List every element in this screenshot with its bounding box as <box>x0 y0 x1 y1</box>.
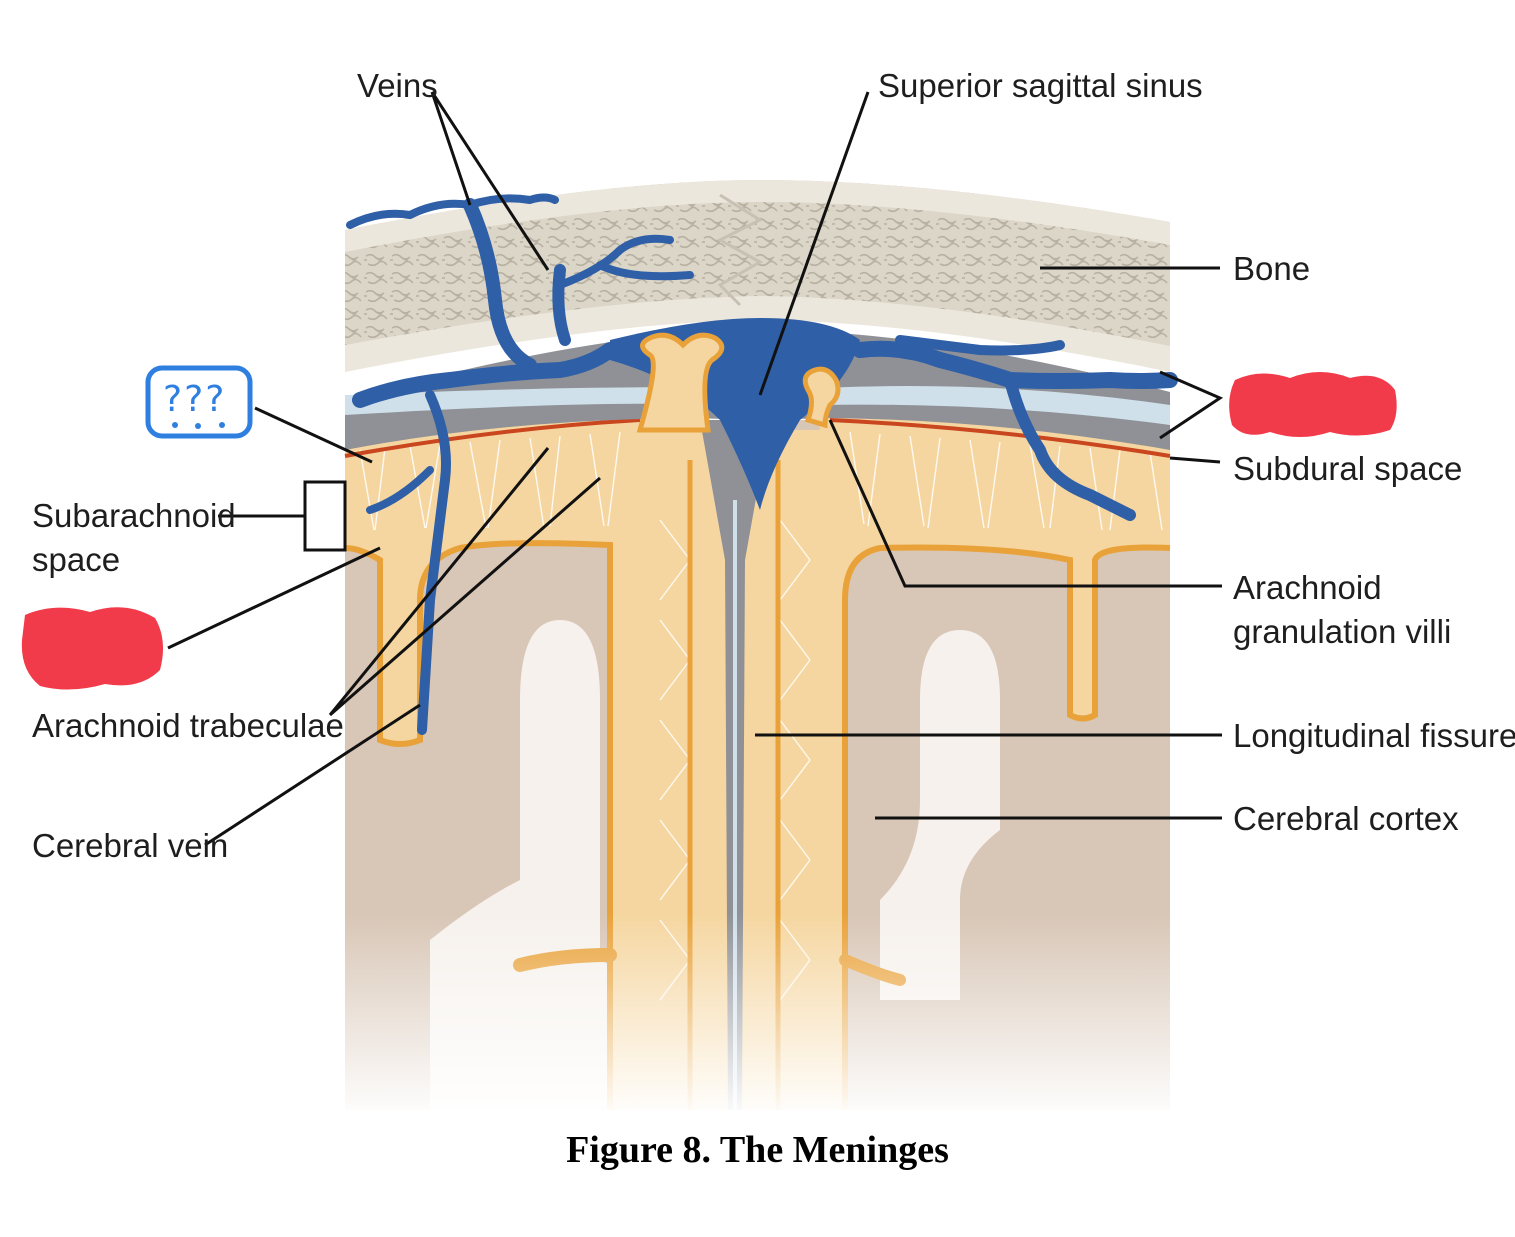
label-arachnoid-granulation-2: granulation villi <box>1233 613 1452 650</box>
label-arachnoid-granulation-1: Arachnoid <box>1233 569 1382 606</box>
label-subarachnoid-1: Subarachnoid <box>32 497 236 534</box>
bone-suture <box>716 193 764 307</box>
redaction-mark-right <box>1229 372 1397 437</box>
annotation-box <box>145 365 253 439</box>
label-superior-sagittal-sinus: Superior sagittal sinus <box>878 67 1203 104</box>
label-bone: Bone <box>1233 250 1311 287</box>
redaction-mark-left <box>21 607 164 690</box>
arachnoid-granulation-right <box>802 366 841 429</box>
leader-lines <box>167 91 1224 847</box>
label-cerebral-vein: Cerebral vein <box>32 827 229 864</box>
label-subarachnoid-2: space <box>32 541 121 578</box>
label-arachnoid-trabeculae: Arachnoid trabeculae <box>32 707 344 744</box>
label-veins: Veins <box>357 67 438 104</box>
annotation-question-marks: ??? <box>163 379 227 420</box>
label-longitudinal-fissure: Longitudinal fissure <box>1233 717 1515 754</box>
figure-caption: Figure 8. The Meninges <box>566 1129 949 1171</box>
label-subdural-space: Subdural space <box>1233 450 1463 487</box>
arachnoid-granulation-left <box>636 332 725 433</box>
subdural-space-right <box>820 386 1170 425</box>
label-cerebral-cortex: Cerebral cortex <box>1233 800 1459 837</box>
